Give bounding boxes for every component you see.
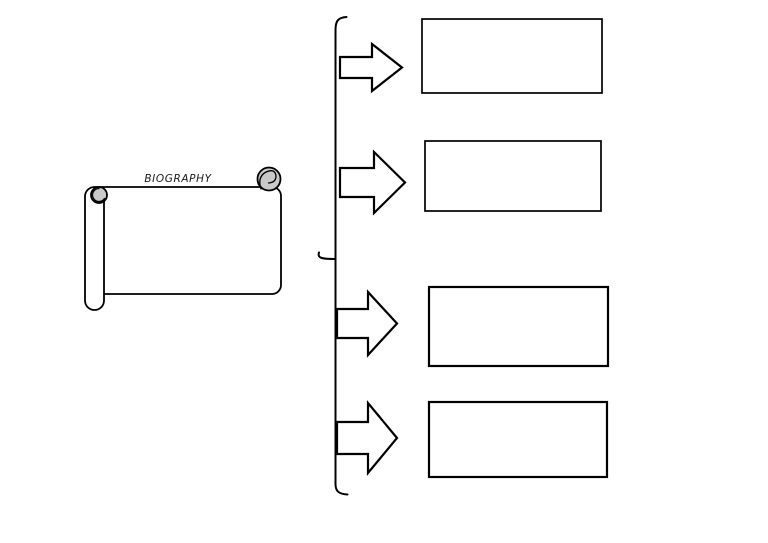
left-brace [317,16,349,496]
scroll-paper [87,186,282,295]
answer-box [421,18,603,94]
arrow-right-icon [338,149,407,216]
branch-row [338,18,603,94]
scroll-roll-end-curl [90,186,108,204]
arrow-right-icon [338,41,404,94]
scroll-roll-spiral [91,187,106,203]
scroll-label: BIOGRAPHY [144,173,212,185]
arrow-right-icon [335,289,399,358]
branch-row [338,140,602,216]
branch-row [335,399,609,479]
brace-spine [334,16,349,496]
answer-box [427,285,610,368]
answer-box [427,400,609,479]
arrow-right-icon [335,399,399,477]
biography-scroll: BIOGRAPHY [84,166,282,311]
answer-box [424,140,602,212]
brace-pointer [317,251,337,260]
scroll-corner-spiral [259,170,277,190]
scroll-left-roll [84,186,105,311]
branch-row [335,285,610,368]
